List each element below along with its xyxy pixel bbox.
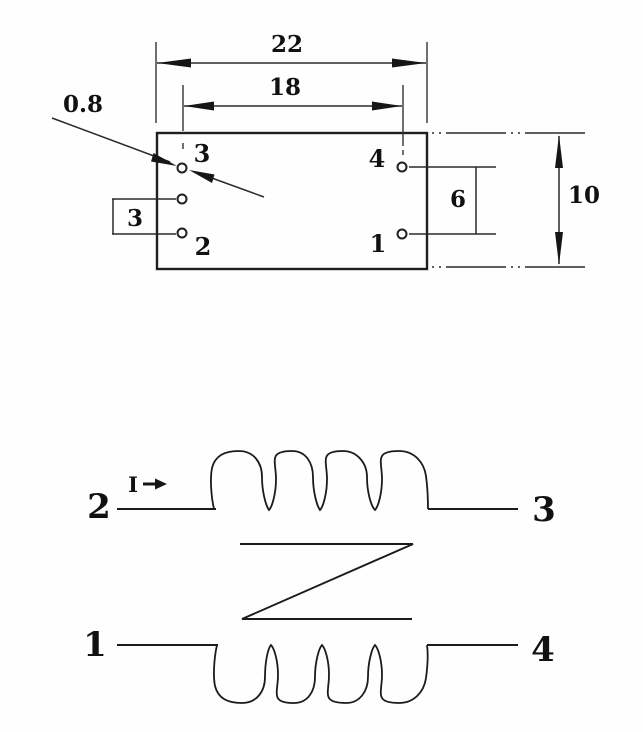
terminal-2-label: 2 [87,487,111,527]
leader-arrowhead-lower [189,170,215,183]
arrowhead-left [184,101,214,111]
top-winding-coil [210,450,429,512]
pin4-label: 4 [369,144,386,173]
pin2-hole [176,227,188,239]
dimension-pin-span: 18 [182,74,404,155]
terminal-1-label: 1 [83,625,107,665]
arrowhead-right [392,58,426,68]
dim-3-label: 3 [127,205,143,232]
pin1-hole [396,228,408,240]
pin1-label: 1 [370,229,387,258]
dim-22-label: 22 [271,31,303,58]
footprint-drawing: 22 18 0.8 3 [51,31,600,271]
dimension-right-pin-spacing: 6 [409,166,496,235]
pin3-label: 3 [194,139,211,168]
component-body-outline [155,131,429,271]
arrowhead-up [555,135,563,168]
middle-hole [176,193,188,205]
current-arrow-icon [155,478,167,490]
pin2-label: 2 [195,232,212,261]
bottom-winding-coil [213,643,429,704]
current-label: I [128,472,138,497]
winding-schematic: 2 3 1 4 I [83,450,556,704]
dim-18-label: 18 [269,74,301,101]
dimension-overall-width: 22 [155,31,428,123]
dim-6-label: 6 [450,186,466,213]
dim-10-label: 10 [568,182,600,209]
dim-0.8-label: 0.8 [63,91,103,118]
pin3-hole [176,162,188,174]
terminal-3-label: 3 [532,490,556,530]
arrowhead-left [157,58,191,68]
terminal-4-label: 4 [531,630,555,670]
hole-diameter-callout: 0.8 [51,91,265,198]
current-direction-annotation: I [128,472,167,497]
arrowhead-down [555,232,563,265]
core-symbol [240,543,414,620]
leader-arrowhead-upper [151,153,177,166]
arrowhead-right [372,101,402,111]
dimension-left-pin-spacing: 3 [112,198,176,235]
dimension-overall-height: 10 [432,132,600,268]
pin4-hole [396,161,408,173]
